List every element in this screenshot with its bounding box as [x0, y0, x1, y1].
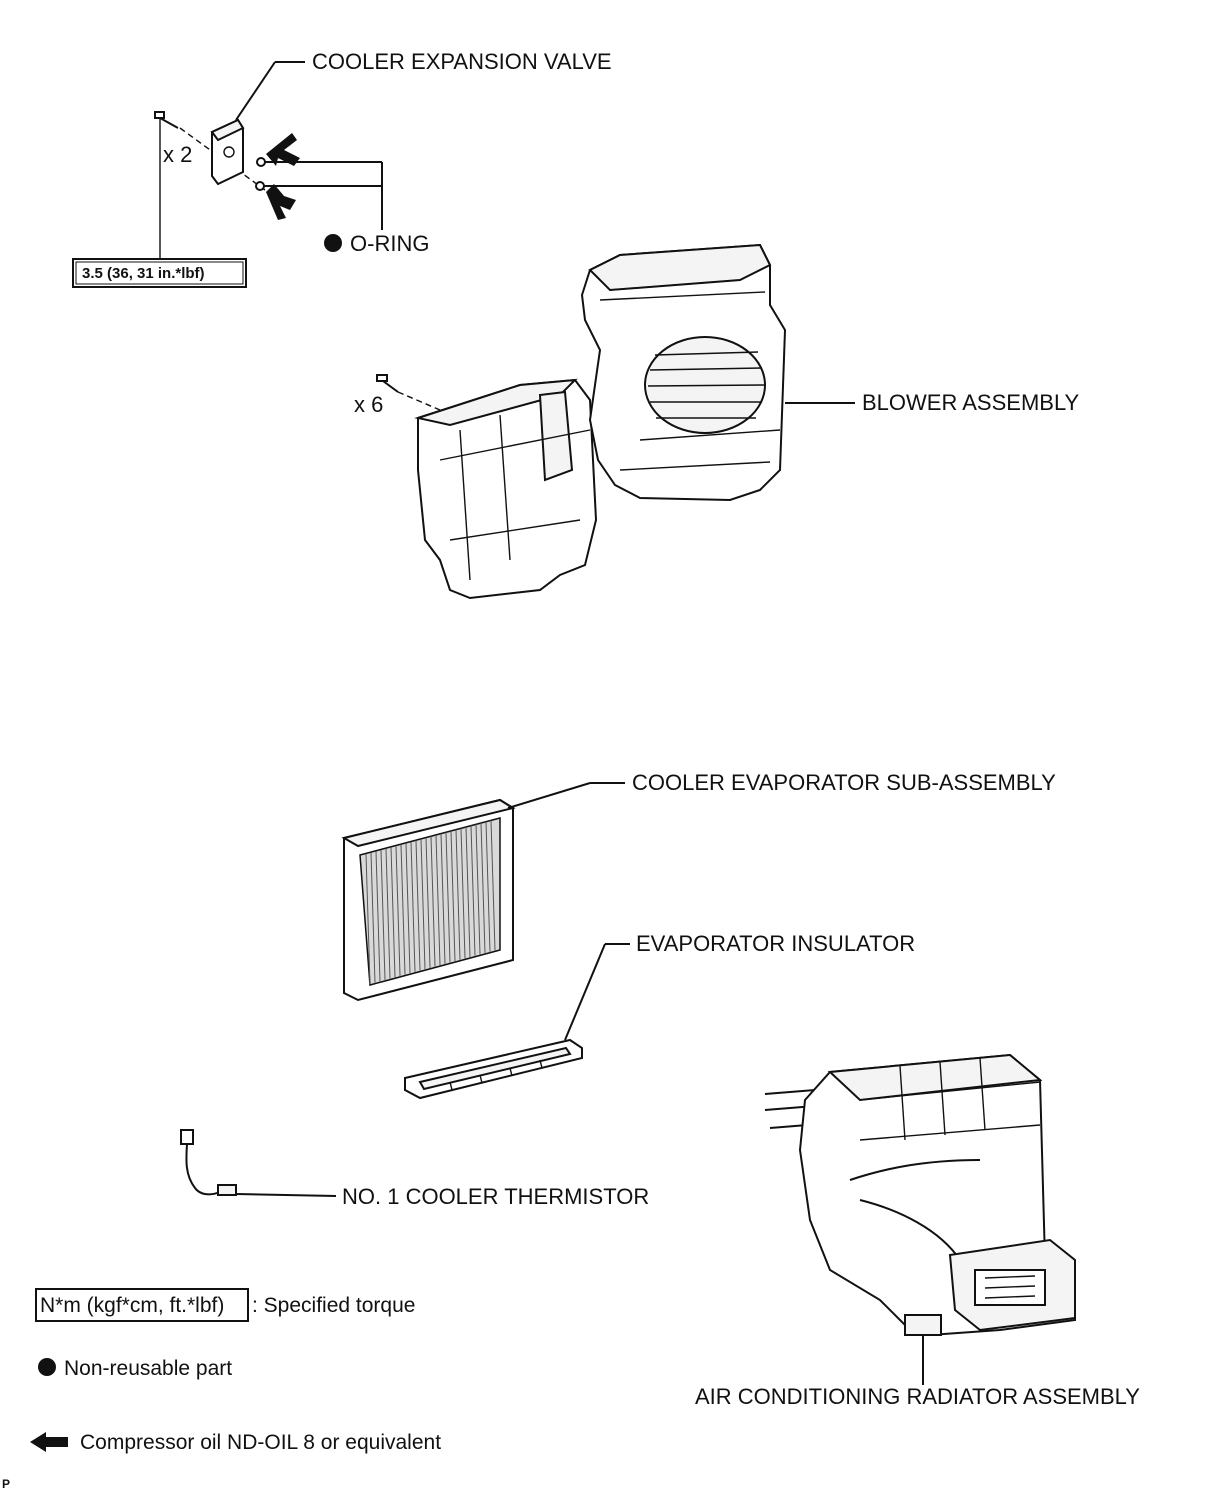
thermistor-icon: [180, 1129, 237, 1196]
insulator-group: EVAPORATOR INSULATOR: [404, 931, 915, 1100]
o-ring-icon: [255, 181, 265, 191]
radiator-assembly-icon: [764, 1053, 1076, 1337]
expansion-valve-group: COOLER EXPANSION VALVE x 2 O-RING 3.5 (3…: [72, 49, 612, 288]
torque-box: [72, 258, 247, 288]
legend: N*m (kgf*cm, ft.*lbf) : Specified torque…: [30, 1288, 441, 1454]
non-reusable-label: Non-reusable part: [64, 1357, 232, 1380]
torque-desc-label: : Specified torque: [252, 1294, 415, 1317]
blower-assembly-icon: [414, 243, 787, 600]
radiator-assembly-label: AIR CONDITIONING RADIATOR ASSEMBLY: [695, 1384, 1140, 1409]
radiator-assembly-group: AIR CONDITIONING RADIATOR ASSEMBLY: [695, 1053, 1140, 1409]
non-reusable-icon: [324, 234, 342, 252]
evaporator-insulator-icon: [404, 1038, 583, 1100]
torque-unit-label: N*m (kgf*cm, ft.*lbf): [40, 1294, 224, 1317]
thermistor-group: NO. 1 COOLER THERMISTOR: [180, 1129, 649, 1209]
corner-mark: P: [2, 1477, 10, 1491]
blower-assembly-label: BLOWER ASSEMBLY: [862, 390, 1080, 415]
expansion-valve-label: COOLER EXPANSION VALVE: [312, 49, 612, 74]
qty-label-blower: x 6: [354, 392, 383, 417]
evaporator-label: COOLER EVAPORATOR SUB-ASSEMBLY: [632, 770, 1056, 795]
torque-legend-box: [35, 1288, 249, 1322]
o-ring-label: O-RING: [350, 231, 429, 256]
blower-assembly-group: x 6 BLOWER ASSEMBLY: [354, 243, 1080, 600]
bolt-icon: [154, 111, 179, 129]
compressor-oil-label: Compressor oil ND-OIL 8 or equivalent: [80, 1431, 441, 1454]
oil-arrow-icon: [266, 133, 300, 166]
screw-icon: [376, 374, 399, 393]
evaporator-group: COOLER EVAPORATOR SUB-ASSEMBLY: [341, 770, 1056, 1002]
thermistor-label: NO. 1 COOLER THERMISTOR: [342, 1184, 649, 1209]
oil-arrow-icon: [266, 184, 296, 220]
expansion-valve-icon: [210, 118, 245, 186]
o-ring-icon: [256, 157, 266, 167]
insulator-label: EVAPORATOR INSULATOR: [636, 931, 915, 956]
qty-label-expansion: x 2: [163, 142, 192, 167]
torque-value-label: 3.5 (36, 31 in.*lbf): [82, 265, 205, 282]
arrow-left-icon: [30, 1432, 68, 1452]
filled-circle-icon: [38, 1358, 56, 1376]
evaporator-core-icon: [341, 798, 516, 1002]
